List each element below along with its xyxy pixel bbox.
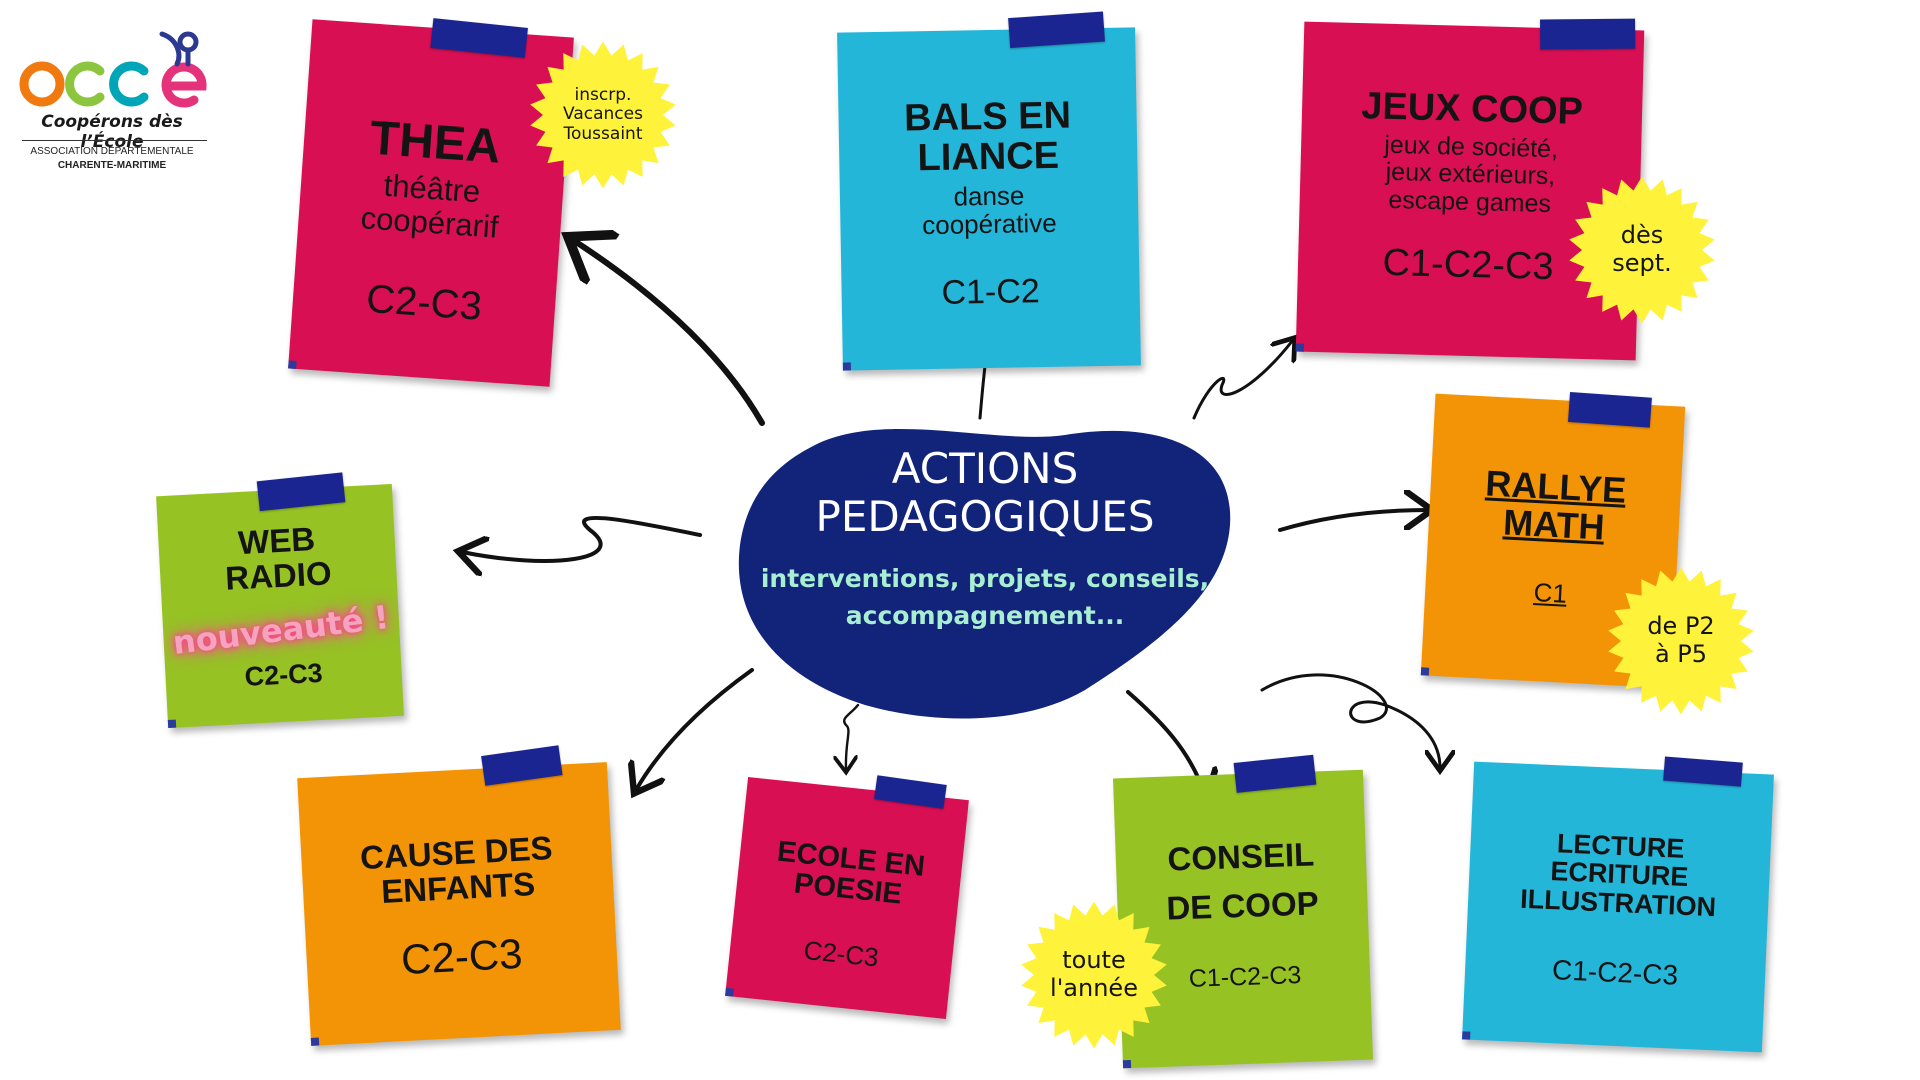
tape [874,775,947,809]
burst-p2-p5: de P2 à P5 [1606,566,1756,716]
tape [1233,754,1317,793]
note-lecture-ecriture-illustration[interactable]: LECTURE ECRITURE ILLUSTRATION C1-C2-C3 [1462,756,1774,1053]
note-title: CONSEIL [1166,835,1315,878]
tape [1567,391,1652,428]
starburst-shape [530,41,676,189]
note-level: C2-C3 [364,276,484,329]
note-level: C1-C2-C3 [1551,954,1679,991]
burst-text: de P2 à P5 [1606,566,1756,716]
note-title: JEUX COOP [1360,85,1584,133]
center-title-line2: PEDAGOGIQUES [815,492,1155,541]
note-bals-en-liance[interactable]: BALS EN LIANCE danse coopérative C1-C2 [837,11,1141,371]
arrow-to-lecture [1260,673,1440,768]
burst-line: toute [1062,946,1126,975]
blob-shape [738,429,1231,719]
note-subtitle: danse [953,180,1025,212]
note-title: DE COOP [1165,884,1320,927]
note-level: C2-C3 [399,930,524,984]
central-actions-blob[interactable]: ACTIONS PEDAGOGIQUES interventions, proj… [735,405,1235,725]
starburst-shape [1608,567,1754,715]
note-title: BALS EN [903,94,1072,140]
burst-toute-annee: toute l'année [1019,900,1169,1050]
tape [1540,18,1636,50]
note-level: C1-C2-C3 [1188,961,1302,994]
note-title: THEA [368,111,503,174]
tape [481,745,563,786]
burst-line: à P5 [1654,640,1708,668]
note-cause-des-enfants[interactable]: CAUSE DES ENFANTS C2-C3 [297,745,621,1046]
note-title: RADIO [224,553,333,597]
burst-line: de P2 [1647,612,1715,641]
burst-line: Toussaint [563,123,643,144]
note-title: ENFANTS [380,864,536,910]
note-subtitle: coopérarif [359,200,500,246]
burst-text: toute l'année [1019,900,1169,1050]
tape [1008,11,1105,49]
occe-logo: Coopérons dès l’École ASSOCIATION DÉPART… [12,14,212,184]
note-level: C1 [1532,576,1568,609]
occe-logo-mark [19,31,207,108]
note-web-radio[interactable]: WEB RADIO nouveauté ! C2-C3 [156,472,404,729]
note-level: C2-C3 [802,934,881,973]
burst-line: l'année [1050,974,1138,1002]
tape [430,18,528,58]
note-subtitle: escape games [1388,185,1552,219]
logo-department: CHARENTE-MARITIME [57,160,167,171]
note-subtitle: coopérative [921,208,1057,241]
note-title: MATH [1502,501,1606,548]
center-subtitle-line2: accompagnement... [845,601,1125,630]
note-level: C1-C2 [941,272,1041,312]
logo-association: ASSOCIATION DÉPARTEMENTALE [30,146,194,157]
center-title-line1: ACTIONS [891,444,1079,493]
starburst-shape [1569,176,1715,324]
arrow-to-web-radio [462,515,702,561]
tape [256,472,346,512]
note-title: LIANCE [917,134,1060,180]
center-subtitle-line1: interventions, projets, conseils, [760,564,1210,593]
note-level: C2-C3 [243,658,324,693]
note-level: C1-C2-C3 [1382,242,1555,289]
burst-line: inscrp. [574,84,632,105]
burst-des-sept: dès sept. [1567,175,1717,325]
new-badge: nouveauté ! [171,598,392,663]
note-ecole-en-poesie[interactable]: ECOLE EN POESIE C2-C3 [725,775,969,1020]
arrow-to-rallye [1278,510,1428,532]
tape [1663,756,1743,787]
burst-text: inscrp. Vacances Toussaint [528,40,678,190]
burst-inscriptions: inscrp. Vacances Toussaint [528,40,678,190]
logo-divider [22,140,207,141]
burst-line: sept. [1612,249,1672,277]
arrow-to-thea [573,240,765,426]
starburst-shape [1021,901,1167,1049]
burst-line: Vacances [563,104,643,125]
burst-line: dès [1620,221,1664,250]
burst-text: dès sept. [1567,175,1717,325]
logo-tagline: Coopérons dès l’École [41,112,183,152]
